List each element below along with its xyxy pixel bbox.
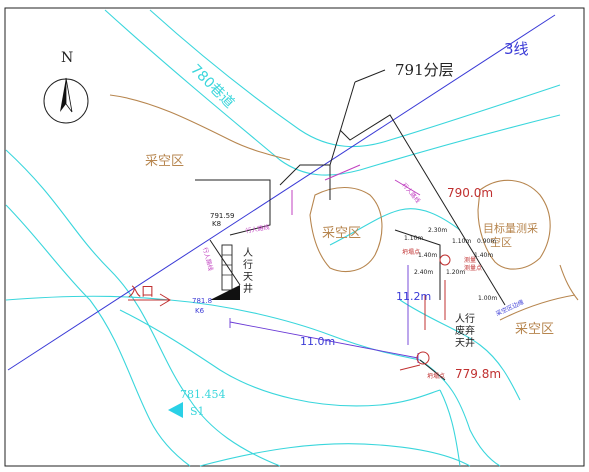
survey-line-3 — [7, 14, 556, 371]
north-arrow-right-half — [65, 77, 73, 113]
roadway-left-edge — [5, 149, 281, 467]
collapse-point-top — [439, 254, 451, 266]
small-collapse-1: 坍塌点 — [427, 372, 445, 380]
small-walkway-c: 行人路线 — [400, 181, 422, 205]
north-label: N — [61, 50, 73, 66]
roadway-left-edge-2 — [5, 204, 191, 467]
pt-791-number: 791.59 — [210, 212, 235, 220]
walkway-raise-left — [210, 244, 240, 300]
entrance-label: 入口 — [128, 285, 154, 300]
red-arrows — [128, 280, 446, 371]
station-s1-marker — [168, 402, 183, 418]
pt-781-number: 781.8 — [192, 297, 212, 305]
walkway-raise-char-4: 井 — [243, 282, 253, 295]
north-arrow: N — [43, 50, 89, 124]
goaf-center-label: 采空区 — [322, 226, 361, 241]
walkway-arrow-3 — [394, 179, 421, 196]
roadway-780-label: 780巷道 — [187, 62, 237, 112]
goaf-bottom-right-boundary — [499, 294, 576, 321]
small-dim-8: 1.40m — [474, 252, 493, 259]
small-dim-1: 1.10m — [404, 235, 423, 242]
goaf-left-label: 采空区 — [145, 154, 184, 169]
roadway-780-lower-edge — [104, 9, 561, 176]
dim-11-0-label: 11.0m — [300, 335, 335, 348]
station-s1-label: S1 — [190, 405, 205, 418]
goaf-boundaries — [109, 94, 579, 321]
upper-drift-outline — [195, 179, 271, 236]
roadway-bottom-curve — [199, 443, 471, 467]
raise-outline — [209, 239, 241, 286]
walkway-arrow-1 — [324, 164, 361, 181]
goaf-left-boundary — [109, 94, 291, 161]
small-measure-1: 测量 — [464, 256, 476, 264]
walkway-raise-char-3: 天 — [243, 272, 253, 283]
collapse-point-bottom — [416, 351, 430, 365]
north-arrow-left-half — [60, 78, 66, 112]
small-dim-2: 2.30m — [428, 227, 447, 234]
roadway-780-upper-edge — [149, 9, 561, 148]
walkway-raise-char-1: 人 — [243, 247, 253, 259]
walkway-arrows — [291, 164, 421, 215]
dim-11-2-label: 11.2m — [396, 290, 431, 303]
target-goaf-label-2: 空区 — [490, 235, 512, 249]
roadway-center-drift — [329, 208, 461, 246]
red-arrow-bottom — [399, 364, 421, 371]
layer-791-outline — [339, 114, 506, 306]
abandoned-raise-line-2: 废弃 — [455, 324, 475, 337]
walkway-raise-char-2: 行 — [243, 258, 253, 271]
layer-791-leader-2 — [329, 81, 356, 166]
goaf-center-boundary — [309, 186, 383, 272]
raise-marker-triangle — [210, 285, 240, 300]
small-dim-6: 2.40m — [414, 269, 433, 276]
line-3-label: 3线 — [504, 40, 529, 58]
layer-791-label: 791分层 — [395, 61, 454, 79]
pt-781-code: K6 — [195, 307, 205, 315]
upper-drift-outline-2 — [279, 164, 331, 200]
roadway-lower-edge — [5, 295, 421, 361]
elev-790-label: 790.0m — [447, 186, 493, 200]
small-walkway-a: 行人路线 — [245, 223, 270, 235]
frame-border — [4, 7, 585, 467]
small-dim-9: 1.00m — [478, 295, 497, 302]
entrance-arrow-head — [159, 293, 171, 307]
dim-11-0-line — [229, 321, 419, 359]
layer-791-leader — [354, 69, 386, 83]
elev-779-label: 779.8m — [455, 367, 501, 381]
roadway-lower-right-edge-2 — [439, 389, 461, 467]
small-dim-4: 0.90m — [477, 238, 496, 245]
lower-drift-outline — [394, 229, 441, 300]
raise-ladder — [221, 244, 233, 291]
small-measure-2: 测量点 — [464, 264, 482, 272]
station-781-454-label: 781.454 — [180, 388, 226, 401]
workings-outline — [195, 69, 506, 381]
abandoned-raise-outline — [419, 359, 446, 381]
abandoned-raise-line-3: 天井 — [455, 336, 475, 349]
goaf-right-edge — [559, 264, 579, 301]
small-walkway-b: 行人路线 — [201, 246, 215, 271]
goaf-bottom-right-label: 采空区 — [515, 322, 554, 337]
roadway-lower-edge-2 — [119, 309, 441, 407]
small-dim-7: 1.20m — [446, 269, 465, 276]
pt-791-code: K8 — [212, 220, 221, 228]
small-collapse-2: 坍塌点 — [402, 248, 420, 256]
target-goaf-boundary — [477, 179, 551, 270]
target-goaf-label-1: 目标量测采 — [483, 221, 538, 235]
small-dim-3: 1.10m — [452, 238, 471, 245]
small-dim-5: 1.40m — [418, 252, 437, 259]
abandoned-raise-line-1: 人行 — [455, 312, 475, 325]
